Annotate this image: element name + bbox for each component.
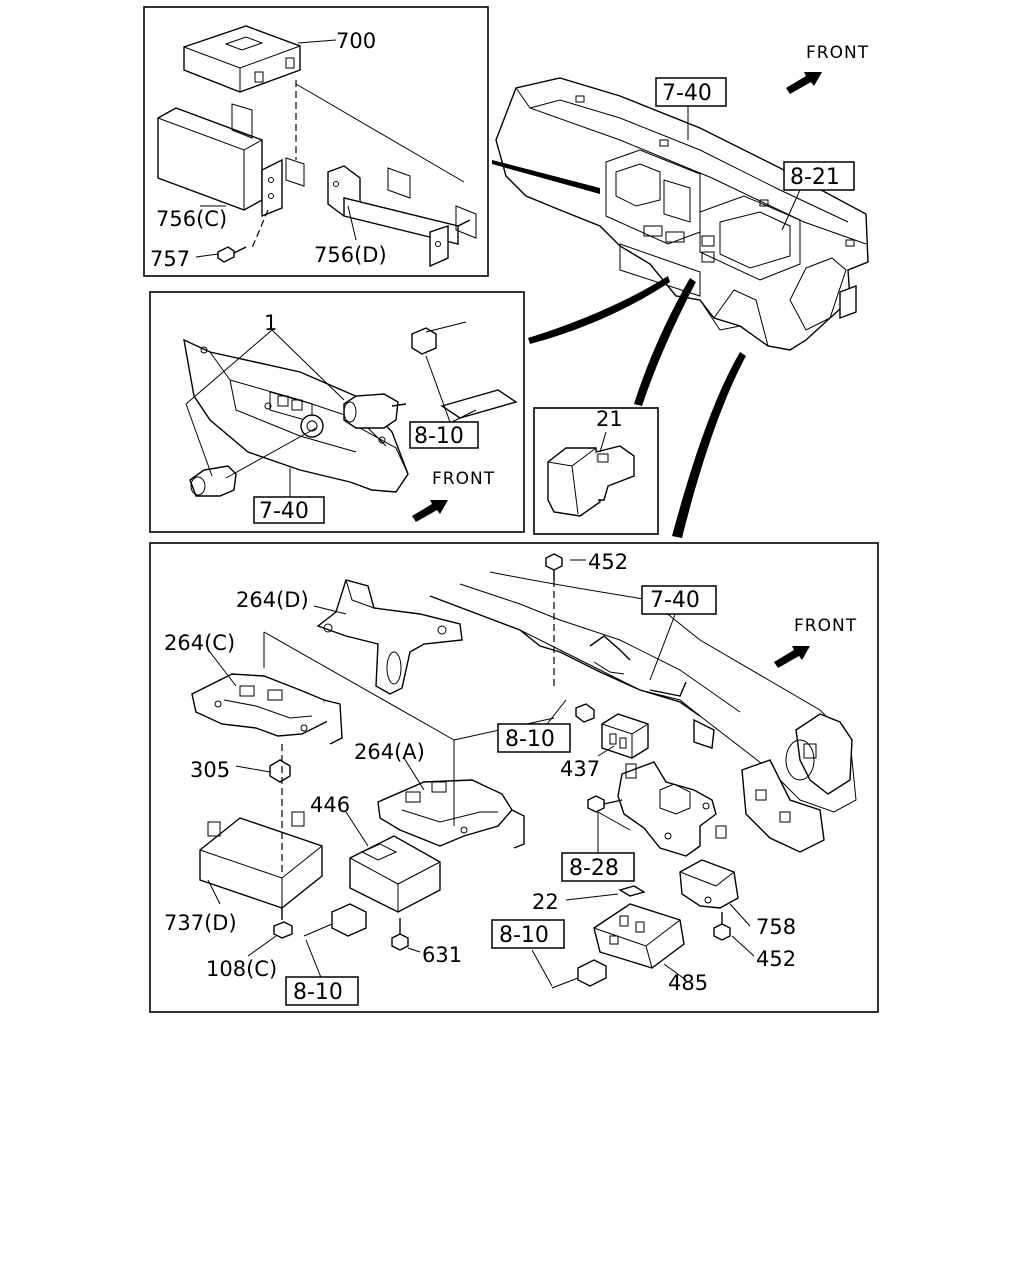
- panel-bracket-frame: [149, 542, 879, 1013]
- module-446: [349, 835, 441, 913]
- ref-810-c: 8-10: [293, 980, 343, 1005]
- bracket-264c: [191, 673, 343, 745]
- bracket-264d: [316, 579, 463, 695]
- label-264c: 264(C): [164, 631, 235, 655]
- ref-box-740-low: [641, 585, 717, 615]
- callout-leader-audio: [492, 160, 600, 194]
- label-264a: 264(A): [354, 740, 425, 764]
- ref-740-top: 7-40: [662, 81, 712, 106]
- ref-box-810-mid: [409, 421, 479, 449]
- ref-box-810-c: [285, 976, 359, 1006]
- ref-box-810-b: [491, 919, 565, 949]
- screw-828: [587, 795, 623, 813]
- screw-757: [217, 246, 247, 263]
- panel-button-frame: [533, 407, 659, 535]
- dash-beam: [429, 571, 857, 853]
- connector-437: [575, 703, 649, 759]
- ref-740-mid: 7-40: [259, 499, 309, 524]
- ref-828: 8-28: [569, 856, 619, 881]
- label-485: 485: [668, 971, 708, 995]
- bracket-756d: [327, 165, 477, 268]
- radio-unit-700: [183, 25, 301, 93]
- label-756d: 756(D): [314, 243, 387, 267]
- front-arrow-top-icon: [786, 72, 822, 94]
- panel-audio-frame: [143, 6, 489, 277]
- connector-lower-left: [303, 903, 367, 937]
- callout-leader-bracket: [672, 352, 746, 538]
- label-264d: 264(D): [236, 588, 309, 612]
- button-21: [547, 431, 635, 517]
- label-756c: 756(C): [156, 207, 227, 231]
- ref-box-740-mid: [253, 496, 325, 524]
- ref-box-821: [783, 161, 855, 191]
- callout-leader-switch: [528, 276, 670, 344]
- label-305: 305: [190, 758, 230, 782]
- instrument-panel: [495, 77, 869, 351]
- screw-108c: [273, 908, 293, 939]
- ref-box-740-top: [655, 77, 727, 107]
- module-485: [593, 885, 685, 969]
- label-452-lower: 452: [756, 947, 796, 971]
- label-437: 437: [560, 757, 600, 781]
- label-700: 700: [336, 29, 376, 53]
- callout-leader-button: [634, 278, 696, 406]
- front-arrow-low-icon: [774, 646, 810, 668]
- connector-lower-right: [551, 959, 607, 989]
- ref-box-810-a: [497, 723, 571, 753]
- label-21: 21: [596, 407, 623, 431]
- ref-810-b: 8-10: [499, 923, 549, 948]
- label-737d: 737(D): [164, 911, 237, 935]
- switch-knob-upper: [343, 393, 407, 429]
- label-108c: 108(C): [206, 957, 277, 981]
- label-758: 758: [756, 915, 796, 939]
- label-22: 22: [532, 890, 559, 914]
- ref-810-mid: 8-10: [414, 424, 464, 449]
- screw-631: [391, 918, 409, 951]
- label-1: 1: [264, 311, 277, 335]
- label-452-top: 452: [588, 550, 628, 574]
- screw-452-lower: [713, 912, 731, 941]
- ref-810-a: 8-10: [505, 727, 555, 752]
- front-label-top: FRONT: [806, 43, 869, 63]
- switch-panel: [183, 338, 409, 493]
- ref-740-low: 7-40: [650, 588, 700, 613]
- label-757: 757: [150, 247, 190, 271]
- nut-305: [269, 759, 291, 783]
- bracket-758: [679, 859, 739, 909]
- ref-821: 8-21: [790, 165, 840, 190]
- module-737d: [199, 811, 323, 909]
- panel-switch-frame: [149, 291, 525, 533]
- bracket-756c: [157, 103, 305, 218]
- bolt-452-top: [545, 553, 563, 580]
- label-631: 631: [422, 943, 462, 967]
- bracket-828-assembly: [617, 761, 727, 857]
- label-446: 446: [310, 793, 350, 817]
- front-arrow-mid-icon: [412, 500, 448, 522]
- front-label-low: FRONT: [794, 616, 857, 636]
- ref-box-828: [561, 852, 635, 882]
- bracket-264a: [377, 779, 525, 849]
- connector-small: [411, 321, 518, 419]
- switch-knob-lower: [189, 465, 237, 497]
- front-label-mid: FRONT: [432, 469, 495, 489]
